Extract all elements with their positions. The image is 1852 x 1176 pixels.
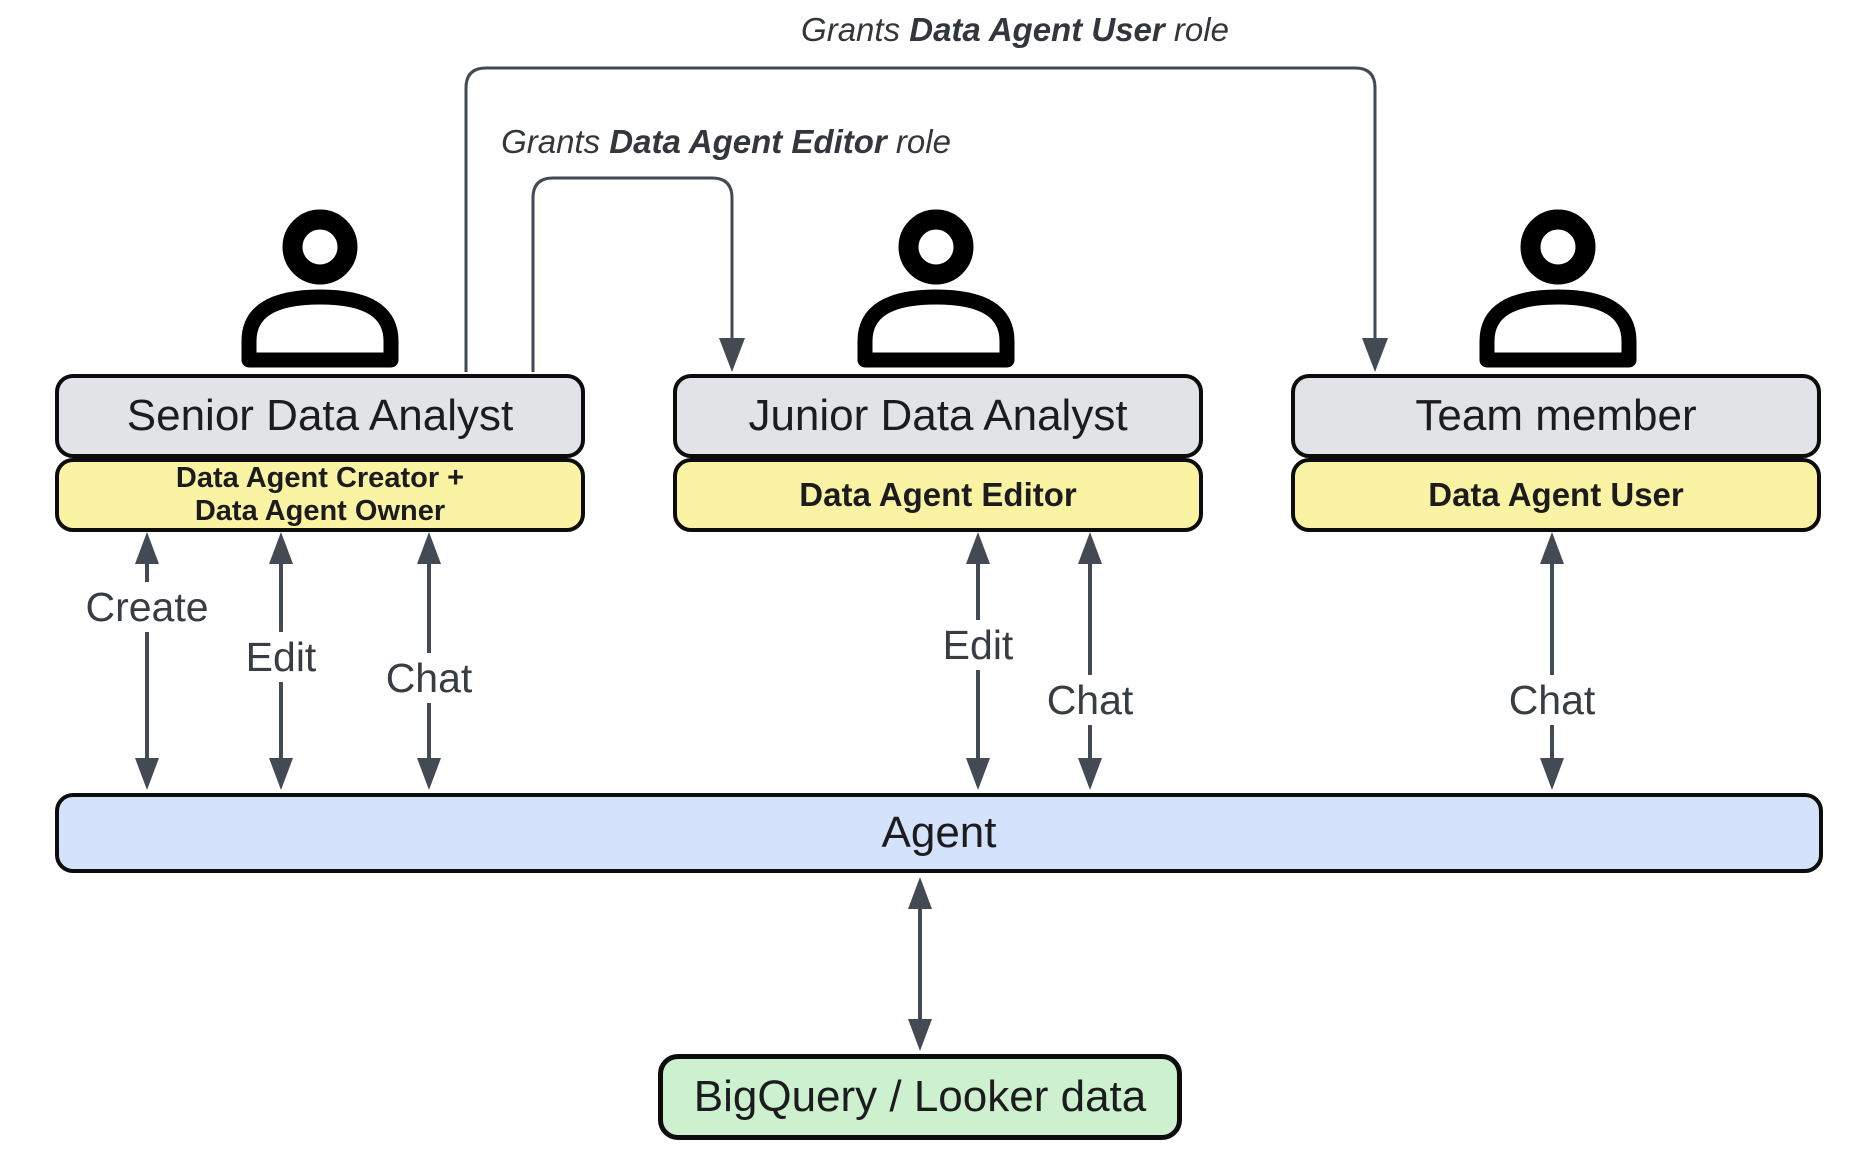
arrowhead-up-icon xyxy=(269,532,293,564)
edit-arrow-senior: Edit xyxy=(239,532,323,790)
chat-arrow-senior: Chat xyxy=(379,532,479,790)
grants-editor-arrowhead xyxy=(719,338,745,372)
agent-bar: Agent xyxy=(55,793,1823,873)
arrowhead-down-icon xyxy=(1078,758,1102,790)
datastore-label: BigQuery / Looker data xyxy=(693,1072,1147,1121)
agent-label: Agent xyxy=(881,808,997,857)
arrowhead-up-icon xyxy=(1540,532,1564,564)
actor-role: Data Agent User xyxy=(1428,476,1684,513)
arrow-line xyxy=(1550,558,1554,764)
create-arrow-senior: Create xyxy=(79,532,215,790)
grants-user-prefix: Grants xyxy=(801,11,910,48)
actor-title: Senior Data Analyst xyxy=(126,391,514,440)
actor-role-box-senior-data-analyst: Data Agent Creator +Data Agent Owner xyxy=(55,458,585,532)
arrowhead-up-icon xyxy=(966,532,990,564)
person-icon xyxy=(857,209,1015,368)
arrow-line xyxy=(145,558,149,764)
arrowhead-down-icon xyxy=(269,758,293,790)
arrow-label: Chat xyxy=(1040,675,1140,725)
arrow-label: Edit xyxy=(936,620,1020,670)
arrow-label: Chat xyxy=(1502,675,1602,725)
grants-editor-connector xyxy=(531,176,734,372)
arrow-label: Edit xyxy=(239,632,323,682)
arrow-label: Create xyxy=(79,582,215,632)
datastore-box: BigQuery / Looker data xyxy=(658,1054,1182,1140)
arrowhead-up-icon xyxy=(1078,532,1102,564)
actor-role-line1: Data Agent Creator + xyxy=(175,462,465,494)
person-icon xyxy=(1479,209,1637,368)
arrow-line xyxy=(918,903,922,1025)
actor-role-box-team-member: Data Agent User xyxy=(1291,458,1821,532)
arrowhead-down-icon xyxy=(1540,758,1564,790)
actor-title-box-senior-data-analyst: Senior Data Analyst xyxy=(55,374,585,458)
grants-editor-label: Grants Data Agent Editor role xyxy=(466,122,986,162)
actor-role: Data Agent Editor xyxy=(799,476,1077,513)
actor-role-line2: Data Agent Owner xyxy=(194,495,446,527)
arrow-line xyxy=(1088,558,1092,764)
arrowhead-down-icon xyxy=(908,1019,932,1051)
actor-role: Data Agent Creator +Data Agent Owner xyxy=(176,462,464,528)
agent-datastore-arrow xyxy=(894,877,946,1051)
grants-user-role: Data Agent User xyxy=(909,11,1165,48)
arrowhead-up-icon xyxy=(417,532,441,564)
actor-role-box-junior-data-analyst: Data Agent Editor xyxy=(673,458,1203,532)
grants-user-suffix: role xyxy=(1164,11,1229,48)
chat-arrow-team-member: Chat xyxy=(1502,532,1602,790)
arrowhead-down-icon xyxy=(417,758,441,790)
arrowhead-up-icon xyxy=(908,877,932,909)
grants-user-label: Grants Data Agent User role xyxy=(755,10,1275,50)
edit-arrow-junior: Edit xyxy=(936,532,1020,790)
grants-editor-role: Data Agent Editor xyxy=(609,123,887,160)
actor-title-box-team-member: Team member xyxy=(1291,374,1821,458)
actor-title: Junior Data Analyst xyxy=(748,391,1128,440)
actor-title: Team member xyxy=(1415,391,1697,440)
arrowhead-down-icon xyxy=(135,758,159,790)
arrowhead-up-icon xyxy=(135,532,159,564)
actor-title-box-junior-data-analyst: Junior Data Analyst xyxy=(673,374,1203,458)
person-icon xyxy=(241,209,399,368)
arrow-label: Chat xyxy=(379,653,479,703)
grants-user-arrowhead xyxy=(1362,338,1388,372)
grants-editor-suffix: role xyxy=(886,123,951,160)
grants-editor-prefix: Grants xyxy=(501,123,610,160)
chat-arrow-junior: Chat xyxy=(1040,532,1140,790)
arrowhead-down-icon xyxy=(966,758,990,790)
